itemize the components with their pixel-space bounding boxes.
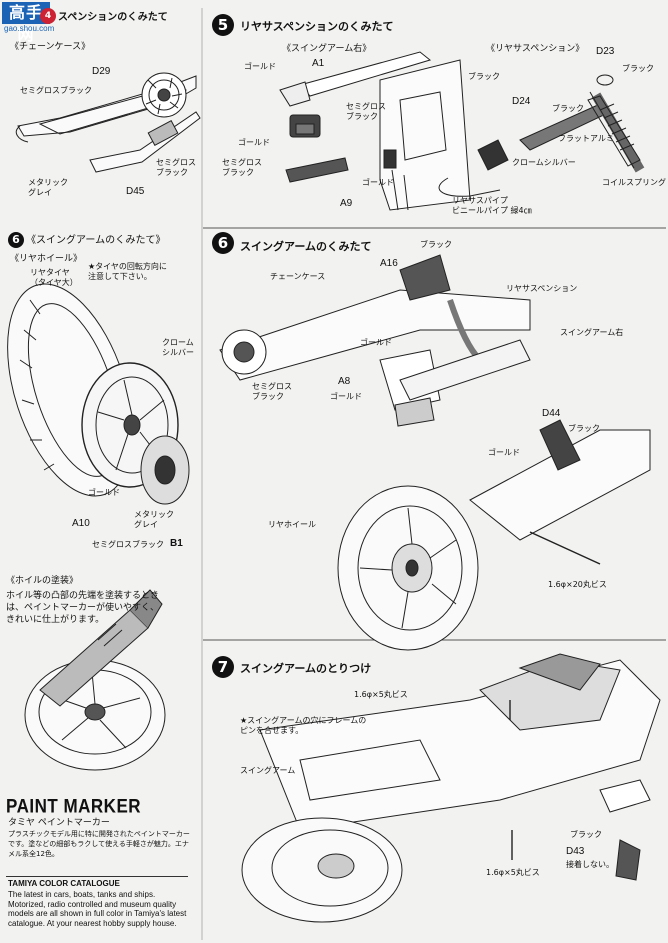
step-6b-title: スイングアームのくみたて bbox=[240, 240, 372, 253]
rear-wheel-subtitle: 《リヤホイール》 bbox=[10, 254, 83, 264]
label-rear-tire: リヤタイヤ （タイヤ大） bbox=[30, 268, 78, 287]
chain-case-subtitle: 《チェーンケース》 bbox=[10, 42, 91, 52]
frame-assembly-drawing bbox=[241, 653, 661, 923]
paint-marker-drawing bbox=[24, 589, 166, 771]
paint-marker-ad: PAINT MARKER タミヤ ペイントマーカー プラスチックモデル用に特に開… bbox=[6, 795, 192, 873]
part-d29: D29 bbox=[92, 66, 111, 77]
logo-url: gao.shou.com bbox=[4, 24, 55, 33]
step-7-title: スイングアームのとりつけ bbox=[240, 662, 372, 675]
label-chrome-silver-wheel: クローム シルバー bbox=[162, 338, 194, 357]
chain-case-drawing bbox=[15, 72, 201, 173]
label-gold-6b-3: ゴールド bbox=[488, 448, 520, 457]
label-black-6b-1: ブラック bbox=[420, 240, 452, 249]
part-a9: A9 bbox=[340, 198, 353, 209]
step-6b-number-badge: 6 bbox=[212, 232, 234, 254]
step-6a-number-badge: 6 bbox=[8, 232, 24, 248]
label-semigloss-black-wheel: セミグロスブラック bbox=[92, 540, 164, 549]
label-rear-suspension: リヤサスペンション bbox=[506, 284, 578, 293]
label-black-2: ブラック bbox=[622, 64, 654, 73]
part-d44: D44 bbox=[542, 408, 561, 419]
label-gold-6b-2: ゴールド bbox=[330, 392, 362, 401]
label-chrome-silver: クロームシルバー bbox=[512, 158, 576, 167]
label-semigloss-black-2: セミグロス ブラック bbox=[156, 158, 196, 177]
label-gold-1: ゴールド bbox=[244, 62, 276, 71]
rear-suspension-subtitle: 《リヤサスペンション》 bbox=[486, 44, 585, 54]
label-metallic-grey: メタリック グレイ bbox=[28, 178, 68, 197]
catalogue-box: TAMIYA COLOR CATALOGUE The latest in car… bbox=[6, 876, 188, 939]
paint-note-title: 《ホイルの塗装》 bbox=[6, 576, 79, 586]
label-semigloss-black-1: セミグロスブラック bbox=[20, 86, 92, 95]
paint-marker-subtitle: タミヤ ペイントマーカー bbox=[8, 818, 110, 828]
step-7-number-badge: 7 bbox=[212, 656, 234, 678]
paint-note-body: ホイル等の凸部の先端を塗装するとき は、ペイントマーカーが使いやすく、 きれいに… bbox=[6, 591, 160, 625]
paint-marker-body: プラスチックモデル用に特に開発されたペイントマーカーです。塗などの細部もラクして… bbox=[8, 830, 190, 858]
label-flat-aluminum: フラットアルミ bbox=[558, 134, 614, 143]
label-black-step7: ブラック bbox=[570, 830, 602, 839]
swingarm-right-drawing bbox=[279, 51, 471, 211]
label-screw-20: 1.6φ×20丸ビス bbox=[548, 580, 607, 589]
label-coil-spring: コイルスプリング bbox=[602, 178, 666, 187]
part-a8: A8 bbox=[338, 376, 351, 387]
catalogue-body: The latest in cars, boats, tanks and shi… bbox=[8, 890, 187, 928]
rear-wheel-drawing bbox=[7, 283, 190, 505]
part-a10: A10 bbox=[72, 518, 90, 529]
part-d23: D23 bbox=[596, 46, 615, 57]
part-d24: D24 bbox=[512, 96, 531, 107]
swingarm-right-subtitle: 《スイングアーム右》 bbox=[282, 44, 372, 54]
label-black-1: ブラック bbox=[468, 72, 500, 81]
rear-wheel-mounted-drawing bbox=[337, 419, 651, 651]
rear-suspension-drawing bbox=[438, 74, 645, 197]
part-b1: B1 bbox=[170, 538, 183, 549]
step-4-number-badge: 4 bbox=[40, 8, 56, 24]
label-gold-2: ゴールド bbox=[238, 138, 270, 147]
label-gold-wheel: ゴールド bbox=[88, 488, 120, 497]
label-gold-6b-1: ゴールド bbox=[360, 338, 392, 347]
step-5-number-badge: 5 bbox=[212, 14, 234, 36]
label-black-6b-2: ブラック bbox=[568, 424, 600, 433]
label-rear-wheel-6b: リヤホイール bbox=[268, 520, 316, 529]
label-semigloss-black-step5-2: セミグロス ブラック bbox=[222, 158, 262, 177]
label-swingarm: スイングアーム bbox=[240, 766, 296, 775]
label-chain-case: チェーンケース bbox=[270, 272, 326, 281]
label-tire-direction: ★タイヤの回転方向に 注意して下さい。 bbox=[88, 262, 167, 281]
swingarm-assembly-drawing bbox=[219, 254, 531, 427]
paint-marker-title: PAINT MARKER bbox=[6, 795, 142, 817]
catalogue-title: TAMIYA COLOR CATALOGUE bbox=[8, 879, 120, 888]
logo-text: 高手网 bbox=[2, 2, 50, 44]
step-4-title: スペンションのくみたて bbox=[58, 12, 168, 23]
part-a1: A1 bbox=[312, 58, 325, 69]
part-d43: D43 bbox=[566, 846, 585, 857]
label-no-glue: 接着しない。 bbox=[566, 860, 614, 869]
label-semigloss-black-6b: セミグロス ブラック bbox=[252, 382, 292, 401]
label-gold-3: ゴールド bbox=[362, 178, 394, 187]
part-a16: A16 bbox=[380, 258, 398, 269]
step-6a-title: 《スイングアームのくみたて》 bbox=[26, 235, 166, 246]
label-metallic-grey-wheel: メタリック グレイ bbox=[134, 510, 174, 529]
label-swingarm-note: ★スイングアームの穴にフレームの ピンを合せます。 bbox=[240, 716, 367, 735]
label-rear-susp-pipe: リヤサスパイプ ビニールパイプ 緑4㎝ bbox=[452, 196, 532, 215]
label-swingarm-right: スイングアーム右 bbox=[560, 328, 624, 337]
label-black-3: ブラック bbox=[552, 104, 584, 113]
watermark-logo: 高手网 gao.shou.com bbox=[2, 2, 66, 44]
part-d45: D45 bbox=[126, 186, 145, 197]
step-5-title: リヤサスペンションのくみたて bbox=[240, 20, 394, 33]
label-screw-5-top: 1.6φ×5丸ビス bbox=[354, 690, 408, 699]
label-semigloss-black-step5: セミグロス ブラック bbox=[346, 102, 386, 121]
label-screw-5-bottom: 1.6φ×5丸ビス bbox=[486, 868, 540, 877]
